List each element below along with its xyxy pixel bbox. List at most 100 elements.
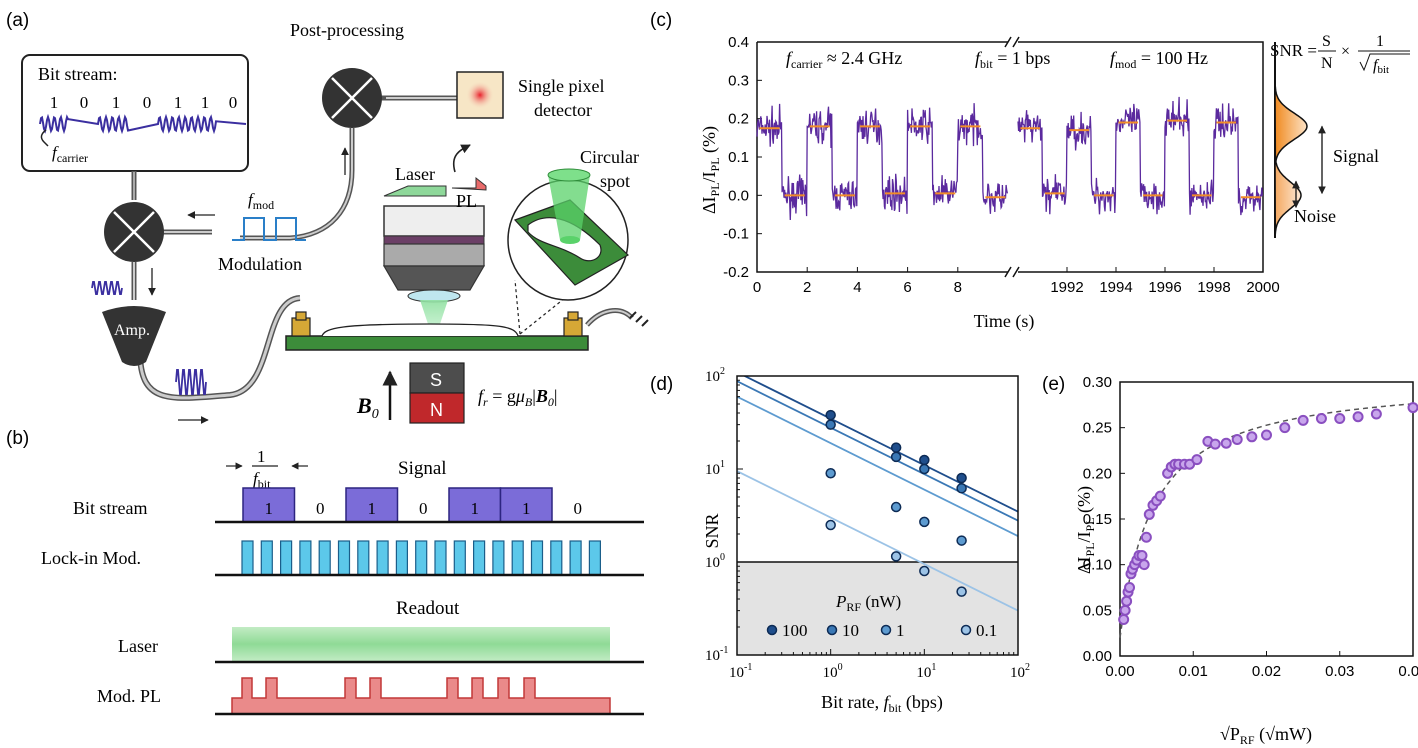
e-xtick-label: 0.03 <box>1325 663 1354 680</box>
readout-title: Readout <box>396 598 460 619</box>
svg-text:fbit: fbit <box>1373 57 1389 76</box>
e-ytick-label: 0.00 <box>1083 648 1112 665</box>
carrier-pointer <box>40 129 49 147</box>
modulation-label: Modulation <box>218 254 302 274</box>
carrier-waveform <box>39 113 247 135</box>
d-point <box>919 463 930 475</box>
c-xtick-label: 4 <box>853 279 861 296</box>
c-ytick-label: 0.2 <box>728 111 749 128</box>
bit-digit: 1 <box>522 499 531 518</box>
d-fit-line <box>737 395 1018 537</box>
amp-label: Amp. <box>114 322 150 339</box>
lockin-pulse <box>357 540 370 576</box>
c-ytick-label: -0.1 <box>723 226 749 243</box>
d-xtick-label: 102 <box>1010 662 1030 681</box>
d-legend-marker <box>960 624 972 636</box>
sample-board <box>285 335 589 351</box>
bit-digit: 1 <box>265 499 274 518</box>
pl-arrow <box>452 144 471 173</box>
d-fit-line <box>737 380 1018 522</box>
lockin-pulse <box>473 540 486 576</box>
e-point <box>1140 531 1152 543</box>
d-point <box>956 483 967 494</box>
connector <box>563 317 583 337</box>
bit-digit: 1 <box>471 499 480 518</box>
f-mod-label: fmod <box>248 190 274 212</box>
e-ytick-label: 0.10 <box>1083 557 1112 574</box>
e-point <box>1315 413 1327 425</box>
lockin-pulse <box>453 540 466 576</box>
sample-flake <box>321 323 519 337</box>
bit-digit: 1 <box>174 93 183 112</box>
c-ytick-label: 0.1 <box>728 149 749 166</box>
svg-text:S: S <box>1322 33 1331 50</box>
lockin-pulse <box>260 540 273 576</box>
c-trace-line <box>1017 96 1264 216</box>
d-point <box>890 442 902 453</box>
c-ytick-label: 0.4 <box>728 34 749 51</box>
resonance-equation: fr = gμB|B0| <box>478 386 557 409</box>
d-point <box>890 451 902 463</box>
d-legend-title: PRF (nW) <box>835 592 901 614</box>
lockin-pulse <box>395 540 408 576</box>
c-xlabel: Time (s) <box>974 311 1035 332</box>
c-xtick-label: 2 <box>803 279 811 296</box>
objective-icon <box>382 205 486 303</box>
row-label-bitstream: Bit stream <box>73 498 148 518</box>
e-point <box>1220 437 1232 449</box>
modulation-waveform <box>232 217 306 241</box>
d-legend-label: 0.1 <box>976 621 997 640</box>
e-point <box>1119 604 1131 616</box>
b0-label: B0 <box>356 393 379 422</box>
d-point <box>956 472 967 484</box>
panel-c: ΔIPL/IPL (%) Time (s) -0.2-0.10.00.10.20… <box>699 33 1410 332</box>
e-point <box>1261 429 1272 441</box>
detector-label-1: Single pixel <box>518 76 605 96</box>
panel-d: SNR Bit rate, fbit (bps) 10-110-11001001… <box>702 366 1030 715</box>
lockin-pulses <box>241 540 602 576</box>
d-point <box>825 519 836 531</box>
lockin-pulse <box>337 540 351 576</box>
post-processing-label: Post-processing <box>290 20 404 40</box>
row-label-lockin: Lock-in Mod. <box>41 548 141 568</box>
e-ytick-label: 0.15 <box>1083 511 1112 528</box>
modulated-pl-trace <box>231 677 611 715</box>
lockin-pulse <box>550 540 563 576</box>
c-xtick-label: 2000 <box>1246 279 1279 296</box>
lockin-pulse <box>241 540 254 576</box>
e-point <box>1124 582 1136 593</box>
bit-period-num: 1 <box>257 447 266 466</box>
c-xtick-label: 8 <box>954 279 962 296</box>
e-point <box>1209 438 1221 450</box>
e-xtick-label: 0.02 <box>1252 663 1281 680</box>
e-xlabel: √PRF (√mW) <box>1220 724 1312 747</box>
d-point <box>956 535 967 546</box>
f-carrier-label: fcarrier <box>52 143 88 165</box>
magnet-s-label: S <box>430 370 442 390</box>
bit-box <box>499 487 553 523</box>
e-xtick-label: 0.00 <box>1105 663 1134 680</box>
bit-digit: 0 <box>419 499 428 518</box>
bit-digit: 1 <box>368 499 377 518</box>
svg-text:1: 1 <box>1376 33 1384 50</box>
e-ytick-label: 0.20 <box>1083 465 1112 482</box>
bit-digit: 0 <box>143 93 152 112</box>
e-point <box>1279 422 1291 434</box>
d-frame <box>736 375 1019 656</box>
e-ytick-label: 0.25 <box>1083 420 1112 437</box>
c-axis <box>1018 41 1264 273</box>
lockin-pulse <box>318 540 331 576</box>
panel-label-c: (c) <box>650 10 672 31</box>
bit-digit: 1 <box>201 93 210 112</box>
c-ylabel: ΔIPL/IPL (%) <box>699 126 722 214</box>
panel-label-d: (d) <box>650 374 673 395</box>
connector <box>291 317 311 337</box>
d-legend-marker <box>880 624 892 636</box>
d-xtick-label: 10-1 <box>729 662 752 681</box>
e-point <box>1154 490 1166 502</box>
c-xtick-label: 6 <box>903 279 911 296</box>
c-ytick-label: -0.2 <box>723 264 749 281</box>
d-legend-label: 1 <box>896 621 905 640</box>
lockin-pulse <box>511 540 524 576</box>
